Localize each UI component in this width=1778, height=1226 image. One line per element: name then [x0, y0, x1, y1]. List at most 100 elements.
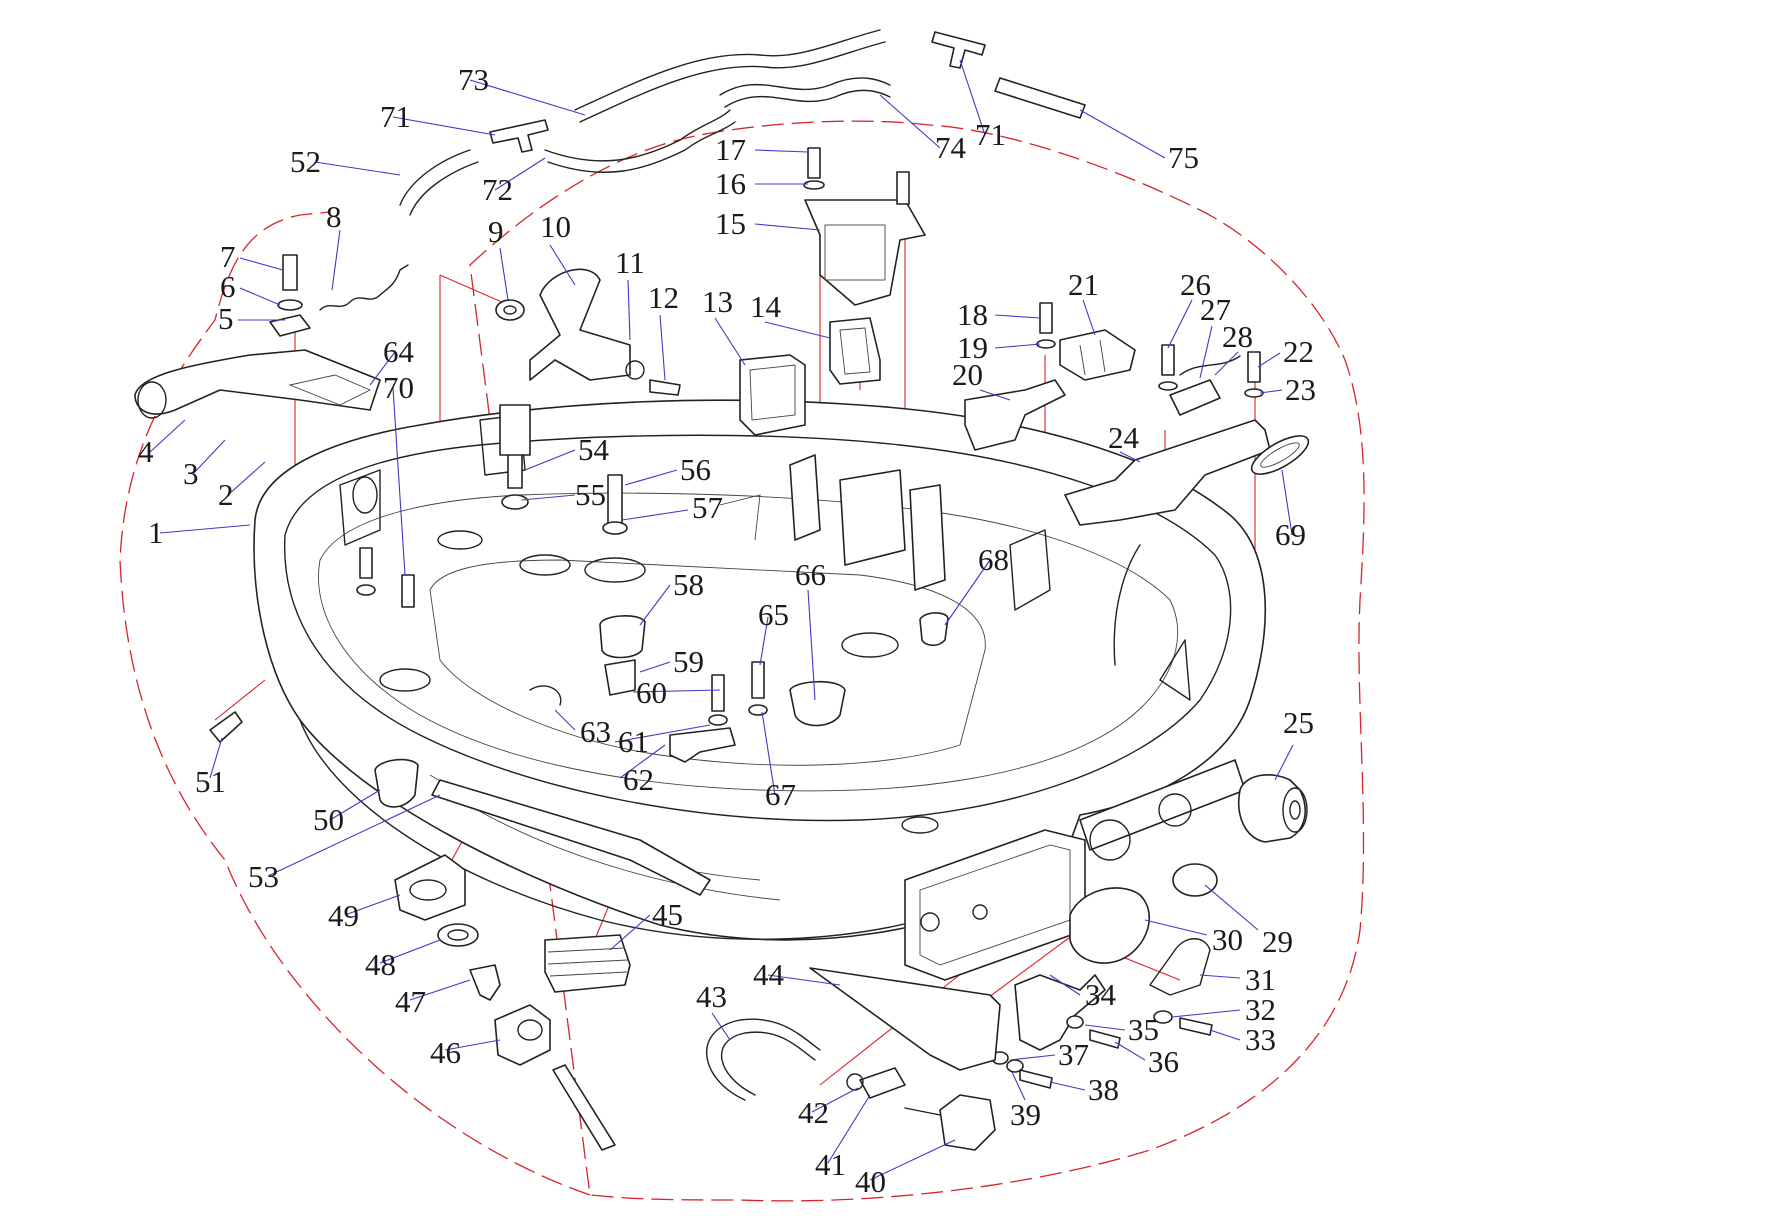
leader-line: [314, 161, 401, 176]
leader-line: [754, 149, 809, 153]
callout-17: 17: [715, 132, 746, 167]
leader-line: [209, 737, 223, 779]
leader-line: [621, 509, 689, 521]
leader-line: [879, 94, 941, 149]
leader-line: [1079, 109, 1166, 159]
callout-35: 35: [1128, 1012, 1159, 1047]
leader-line: [659, 314, 666, 381]
callout-26: 26: [1180, 267, 1211, 302]
leader-line: [994, 343, 1041, 349]
leader-line: [494, 157, 546, 191]
leader-line: [159, 524, 251, 534]
leader-line: [944, 559, 991, 626]
callout-61: 61: [618, 724, 649, 759]
part-73-hose: [574, 29, 881, 111]
leader-line: [807, 589, 816, 701]
part-30-grommet: [1069, 887, 1151, 964]
leader-line: [959, 59, 986, 136]
callout-67: 67: [765, 777, 796, 812]
callout-22: 22: [1283, 334, 1314, 369]
leader-line: [379, 939, 441, 964]
callout-43: 43: [696, 979, 727, 1014]
callout-47: 47: [395, 984, 426, 1019]
callout-13: 13: [702, 284, 733, 319]
callout-10: 10: [540, 209, 571, 244]
callout-4: 4: [138, 434, 154, 469]
callout-2: 2: [218, 477, 234, 512]
part-69-gasket: [1250, 435, 1310, 475]
part-58-grommet: [599, 615, 646, 659]
leader-line: [827, 1094, 871, 1164]
callout-71-upper-left: 71: [380, 99, 411, 134]
leader-line: [499, 247, 509, 301]
callout-69: 69: [1275, 517, 1306, 552]
callout-28: 28: [1222, 319, 1253, 354]
leader-line: [1257, 352, 1281, 368]
callout-14: 14: [750, 289, 782, 324]
leader-line: [632, 689, 721, 693]
callout-45: 45: [652, 897, 683, 932]
callout-40: 40: [855, 1164, 886, 1199]
part-47-fitting: [469, 964, 501, 1001]
leader-line: [619, 744, 666, 779]
part-41-gasket: [859, 1067, 906, 1099]
callout-74: 74: [935, 130, 967, 165]
leader-line: [1214, 351, 1239, 376]
leader-line: [192, 439, 226, 475]
leader-line: [1084, 1024, 1126, 1031]
callout-9: 9: [488, 214, 504, 249]
part-53-strip: [431, 779, 711, 896]
leader-line: [979, 389, 1011, 401]
callout-66: 66: [795, 557, 826, 592]
callout-16: 16: [715, 166, 746, 201]
leader-line: [754, 223, 821, 231]
leader-line: [811, 1087, 859, 1113]
callout-44: 44: [753, 957, 785, 992]
callout-60: 60: [636, 675, 667, 710]
callout-58: 58: [673, 567, 704, 602]
leader-line: [624, 469, 678, 486]
leader-line: [267, 794, 441, 877]
callout-numbers: 1 2 3 4 5 6 7 8 9 10 11 12 13 14 15 16 1…: [138, 62, 1316, 1199]
callout-72: 72: [482, 172, 513, 207]
callout-70: 70: [383, 370, 414, 405]
callout-30: 30: [1212, 922, 1243, 957]
callout-42: 42: [798, 1095, 829, 1130]
callout-11: 11: [615, 245, 645, 280]
leader-line: [1144, 919, 1208, 936]
leader-line: [994, 314, 1041, 319]
leader-lines: [149, 59, 1294, 1181]
part-14-seal: [829, 317, 881, 385]
leader-line: [1281, 469, 1293, 536]
leader-line: [1259, 389, 1283, 394]
callout-62: 62: [623, 762, 654, 797]
leader-line: [549, 244, 576, 286]
callout-36: 36: [1148, 1044, 1179, 1079]
part-68-grommet: [919, 612, 949, 647]
leader-line: [469, 79, 586, 116]
leader-line: [1049, 1081, 1086, 1091]
leader-line: [764, 321, 831, 339]
callout-5: 5: [218, 301, 234, 336]
leader-line: [1199, 325, 1213, 379]
leader-line: [1204, 884, 1259, 931]
leader-line: [227, 461, 266, 496]
part-34-bracket: [1014, 974, 1106, 1051]
part-20-clip: [964, 379, 1066, 451]
callout-21: 21: [1068, 267, 1099, 302]
callout-27: 27: [1200, 292, 1231, 327]
part-74-hose: [719, 77, 891, 96]
leader-line: [1049, 974, 1081, 996]
callout-33: 33: [1245, 1022, 1276, 1057]
assembly-group-boundary: [119, 120, 1365, 1202]
callout-73: 73: [458, 62, 489, 97]
callout-46: 46: [430, 1035, 461, 1070]
leader-line: [239, 287, 281, 306]
leader-line: [331, 229, 341, 291]
leader-line: [759, 616, 769, 666]
callout-29: 29: [1262, 924, 1293, 959]
leader-line: [869, 1139, 956, 1181]
callout-7: 7: [220, 239, 236, 274]
callout-37: 37: [1058, 1037, 1089, 1072]
callout-53: 53: [248, 859, 279, 894]
